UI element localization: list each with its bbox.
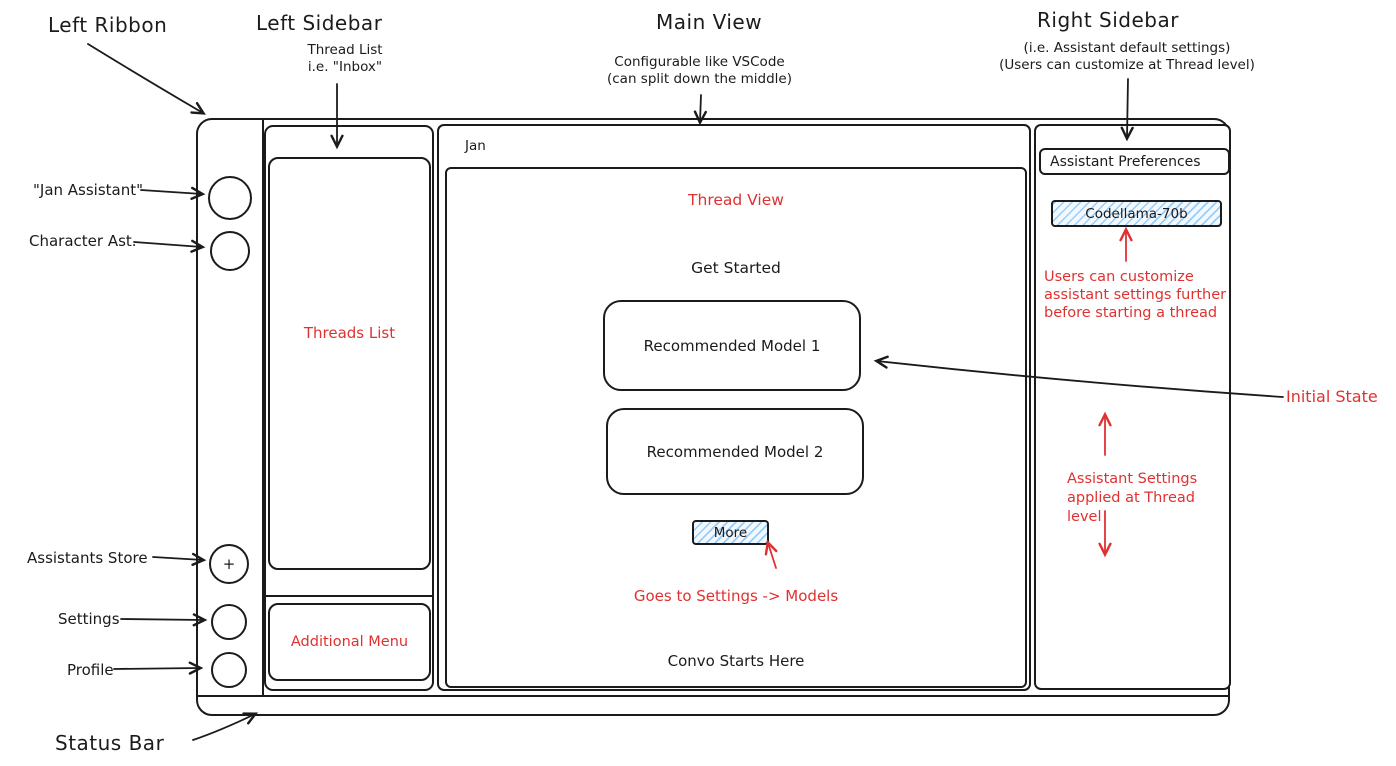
recommended-model-2-label: Recommended Model 2 [646, 442, 824, 461]
app-window: + Threads List Additional Menu Jan Threa… [196, 118, 1231, 716]
recommended-model-1-card[interactable]: Recommended Model 1 [603, 300, 861, 391]
annotation-right-sidebar: Right Sidebar [1037, 8, 1179, 32]
goes-to-settings-note: Goes to Settings -> Models [633, 587, 839, 605]
annotation-left-sidebar-note: Thread List i.e. "Inbox" [307, 42, 383, 75]
jan-assistant-avatar[interactable] [208, 176, 252, 220]
annotation-character-ast: Character Ast. [29, 232, 137, 250]
recommended-model-2-card[interactable]: Recommended Model 2 [606, 408, 864, 495]
convo-starts-label: Convo Starts Here [667, 652, 805, 670]
threads-list-label: Threads List [303, 324, 396, 342]
character-assistant-avatar[interactable] [210, 231, 250, 271]
arrow-jan-assistant [140, 186, 206, 200]
arrow-settings [120, 613, 208, 627]
main-view-panel: Jan Thread View Get Started Recommended … [437, 124, 1031, 691]
thread-level-note: Assistant Settings applied at Thread lev… [1067, 471, 1198, 525]
arrow-character-ast [133, 239, 206, 253]
assistant-preferences-header: Assistant Preferences [1039, 148, 1230, 175]
right-sidebar-panel: Assistant Preferences Codellama-70b User… [1034, 124, 1231, 690]
more-button-label: More [713, 524, 748, 541]
status-bar [198, 695, 1228, 720]
threads-list[interactable]: Threads List [268, 157, 431, 570]
assistants-store-button[interactable]: + [209, 544, 249, 584]
annotation-left-sidebar: Left Sidebar [256, 11, 383, 35]
codellama-model-button[interactable]: Codellama-70b [1051, 200, 1222, 227]
annotation-profile: Profile [67, 661, 114, 679]
plus-icon: + [222, 555, 236, 573]
annotation-assistants-store: Assistants Store [27, 549, 148, 567]
thread-view-area: Thread View Get Started Recommended Mode… [445, 167, 1027, 688]
codellama-model-label: Codellama-70b [1085, 205, 1188, 222]
get-started-label: Get Started [691, 259, 781, 277]
additional-menu[interactable]: Additional Menu [268, 603, 431, 681]
additional-menu-label: Additional Menu [290, 634, 409, 650]
arrow-left-ribbon [87, 43, 206, 115]
annotation-main-view-note: Configurable like VSCode (can split down… [606, 54, 793, 87]
left-ribbon: + [198, 120, 264, 695]
annotation-main-view: Main View [656, 10, 763, 34]
recommended-model-1-label: Recommended Model 1 [643, 336, 821, 355]
annotation-jan-assistant: "Jan Assistant" [33, 181, 144, 199]
sidebar-divider [266, 595, 432, 597]
annotation-left-ribbon: Left Ribbon [48, 13, 168, 37]
annotation-settings: Settings [58, 610, 120, 628]
window-title: Jan [465, 138, 486, 154]
settings-button[interactable] [211, 604, 247, 640]
more-button[interactable]: More [692, 520, 769, 545]
annotation-status-bar: Status Bar [55, 731, 165, 755]
left-sidebar-panel: Threads List Additional Menu [264, 125, 434, 691]
thread-view-label: Thread View [688, 191, 784, 209]
annotation-right-sidebar-note: (i.e. Assistant default settings) (Users… [999, 40, 1255, 73]
profile-button[interactable] [211, 652, 247, 688]
customize-note: Users can customize assistant settings f… [1044, 269, 1227, 321]
assistant-preferences-label: Assistant Preferences [1050, 153, 1201, 170]
arrow-profile [113, 661, 204, 675]
annotation-initial-state: Initial State [1286, 387, 1378, 406]
